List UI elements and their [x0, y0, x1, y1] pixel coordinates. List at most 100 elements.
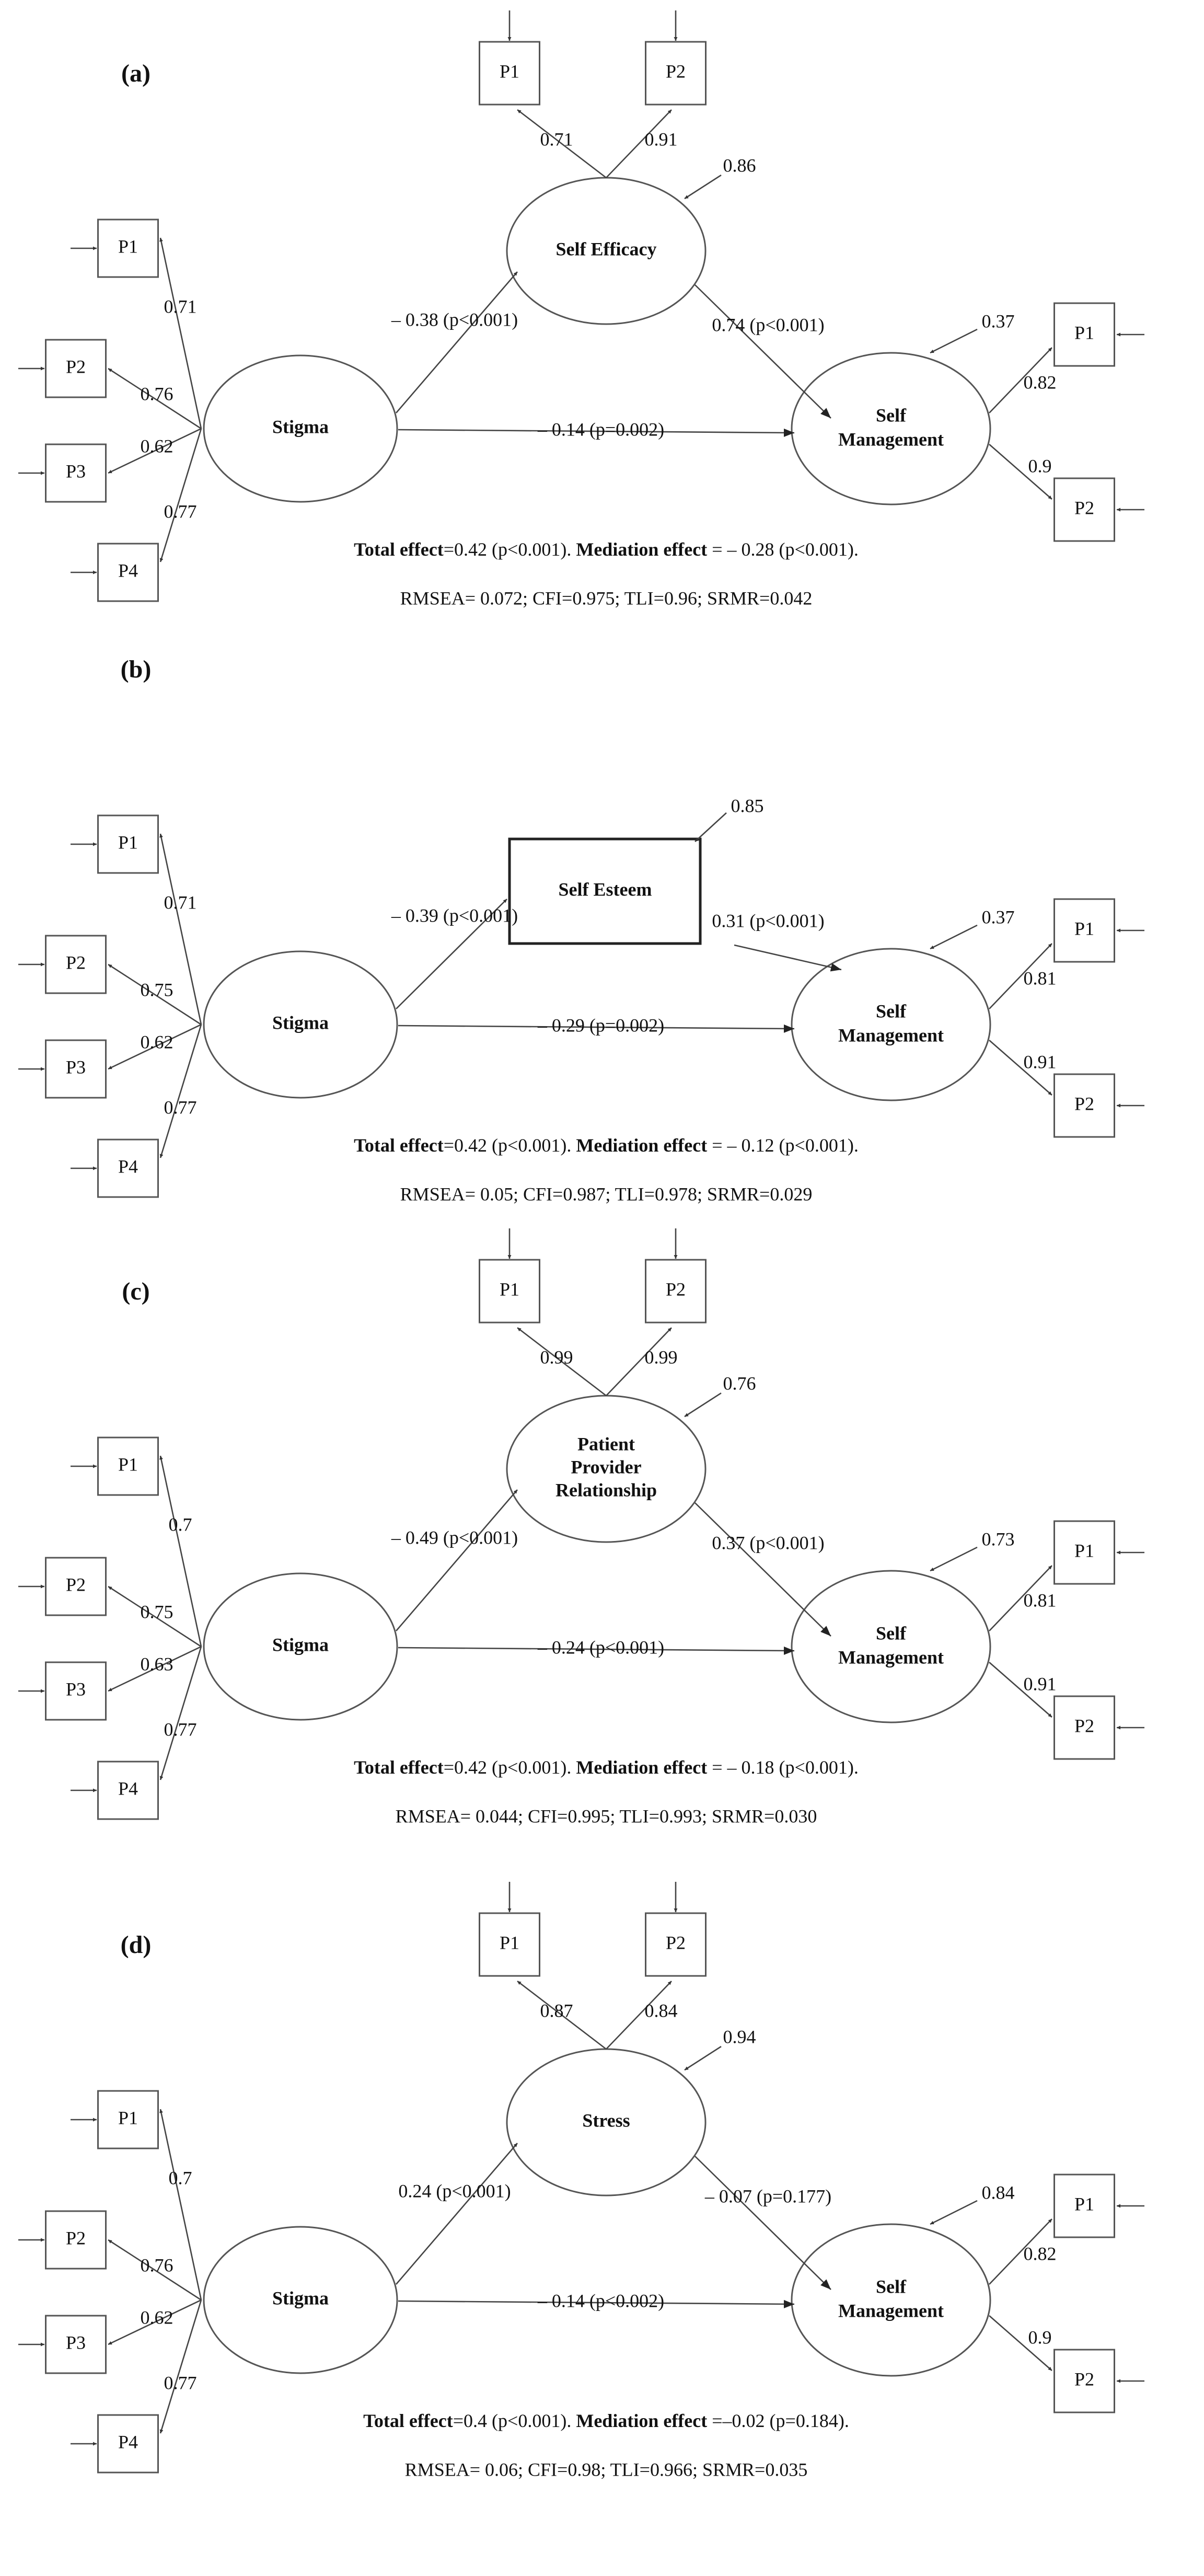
stigma-loading-arrow [159, 1455, 202, 1647]
stigma-indicator-p3 [45, 1661, 107, 1721]
stigma-loading-value: 0.75 [141, 1601, 173, 1622]
stigma-loading-arrow [108, 1024, 202, 1070]
stigma-label: Stigma [272, 2287, 329, 2308]
sm-loading-arrow [989, 444, 1052, 500]
mediator-loading-value: 0.91 [645, 129, 678, 150]
sm-indicator-p2-label: P2 [1074, 1715, 1094, 1736]
mediator-indicator-p2 [645, 1259, 707, 1324]
path-b-value: 0.37 (p<0.001) [712, 1532, 824, 1553]
stigma-label: Stigma [272, 1634, 329, 1655]
path-b-value: – 0.07 (p=0.177) [704, 2186, 831, 2206]
mediator-label: Self Esteem [559, 879, 652, 900]
fit-indices: RMSEA= 0.06; CFI=0.98; TLI=0.966; SRMR=0… [405, 2459, 808, 2480]
path-b-arrow [694, 1502, 831, 1637]
stigma-loading-arrow [108, 1585, 202, 1648]
mediator-loading-value: 0.71 [540, 129, 573, 150]
sm-indicator-p1-label: P1 [1074, 322, 1094, 343]
stigma-ellipse [203, 1572, 398, 1721]
self-management-label-2: Management [838, 1025, 944, 1045]
stigma-indicator-p2 [45, 2210, 107, 2270]
path-b-arrow [734, 944, 842, 972]
sm-loading-value: 0.82 [1024, 372, 1057, 393]
stigma-indicator-p2-label: P2 [66, 2227, 86, 2248]
stigma-indicator-p3-label: P3 [66, 461, 86, 481]
effects-summary: Total effect=0.42 (p<0.001). Mediation e… [354, 539, 859, 560]
stigma-indicator-p4-label: P4 [118, 560, 138, 581]
mediator-indicator-p1 [479, 41, 540, 106]
stigma-indicator-p1-label: P1 [118, 2107, 138, 2128]
stigma-loading-value: 0.77 [164, 501, 197, 522]
mediator-indicator-p1 [479, 1912, 540, 1977]
sm-residual-arrow [930, 1546, 978, 1572]
panel-label: (a) [121, 60, 150, 87]
path-a-value: 0.24 (p<0.001) [398, 2180, 511, 2201]
mediator-label-3: Relationship [555, 1479, 657, 1500]
sm-loading-value: 0.81 [1024, 1590, 1057, 1611]
total-effect-label: Total effect [363, 2410, 453, 2431]
total-effect-label: Total effect [354, 1757, 444, 1778]
stigma-indicator-p2 [45, 339, 107, 398]
sm-indicator-p2-label: P2 [1074, 2368, 1094, 2389]
sm-loading-arrow [989, 2315, 1052, 2371]
stigma-loading-value: 0.7 [169, 2167, 192, 2188]
sm-residual-arrow [930, 2200, 978, 2225]
total-effect-value: =0.42 (p<0.001). [444, 539, 576, 560]
stigma-loading-arrow [159, 833, 202, 1025]
self-management-label-2: Management [838, 2300, 944, 2321]
sm-loading-value: 0.91 [1024, 1673, 1057, 1694]
mediator-loading-value: 0.99 [645, 1347, 678, 1367]
stigma-loading-arrow [159, 2299, 202, 2434]
stigma-loading-value: 0.62 [141, 1031, 173, 1052]
mediator-loading-arrow [606, 1981, 672, 2050]
path-a-value: – 0.39 (p<0.001) [391, 905, 518, 926]
self-management-label-2: Management [838, 429, 944, 450]
sm-loading-value: 0.82 [1024, 2243, 1057, 2264]
stigma-loading-value: 0.63 [141, 1653, 173, 1674]
mediation-effect-label: Mediation effect [576, 1757, 707, 1778]
path-b-arrow [694, 284, 831, 419]
fit-indices: RMSEA= 0.044; CFI=0.995; TLI=0.993; SRMR… [396, 1806, 817, 1826]
path-b-value: 0.31 (p<0.001) [712, 910, 824, 931]
sm-loading-value: 0.91 [1024, 1051, 1057, 1072]
sm-indicator-p2 [1054, 1073, 1115, 1138]
mediator-loading-value: 0.99 [540, 1347, 573, 1367]
panel-c: (c)StigmaP10.7P20.75P30.63P40.77SelfMana… [18, 1228, 1144, 1826]
stigma-loading-arrow [108, 2239, 202, 2301]
stigma-ellipse [203, 2226, 398, 2374]
mediator-residual-value: 0.86 [723, 155, 756, 176]
sm-loading-value: 0.9 [1028, 455, 1052, 476]
stigma-indicator-p2-label: P2 [66, 1574, 86, 1595]
mediator-indicator-p1-label: P1 [500, 1932, 519, 1953]
stigma-label: Stigma [272, 416, 329, 437]
sm-loading-arrow [989, 347, 1052, 413]
mediator-loading-arrow [606, 1327, 672, 1396]
sm-indicator-p1 [1054, 2174, 1115, 2238]
stigma-loading-value: 0.62 [141, 2307, 173, 2328]
sm-loading-arrow [989, 1040, 1052, 1096]
sm-indicator-p1-label: P1 [1074, 1540, 1094, 1561]
stigma-indicator-p1-label: P1 [118, 236, 138, 257]
mediator-residual-arrow [684, 174, 722, 200]
sm-loading-arrow [989, 943, 1052, 1009]
stigma-indicator-p3 [45, 1039, 107, 1099]
mediator-residual-arrow [684, 1392, 722, 1418]
stigma-indicator-p1 [97, 814, 159, 874]
mediator-label-1: Patient [577, 1433, 635, 1454]
total-effect-label: Total effect [354, 1135, 444, 1156]
stigma-indicator-p2-label: P2 [66, 356, 86, 377]
sm-indicator-p2 [1054, 2349, 1115, 2413]
stigma-label: Stigma [272, 1012, 329, 1033]
stigma-loading-value: 0.75 [141, 979, 173, 1000]
stigma-indicator-p3 [45, 443, 107, 503]
stigma-loading-arrow [108, 367, 202, 430]
sm-indicator-p1-label: P1 [1074, 918, 1094, 939]
stigma-indicator-p4 [97, 1138, 159, 1198]
stigma-loading-value: 0.7 [169, 1514, 192, 1535]
stigma-indicator-p3-label: P3 [66, 1678, 86, 1699]
stigma-loading-arrow [108, 1646, 202, 1692]
stigma-indicator-p4 [97, 543, 159, 602]
sm-residual-arrow [930, 328, 978, 354]
sm-residual-arrow [930, 924, 978, 950]
path-c-value: – 0.24 (p<0.001) [537, 1637, 664, 1658]
stigma-loading-arrow [159, 1024, 202, 1158]
